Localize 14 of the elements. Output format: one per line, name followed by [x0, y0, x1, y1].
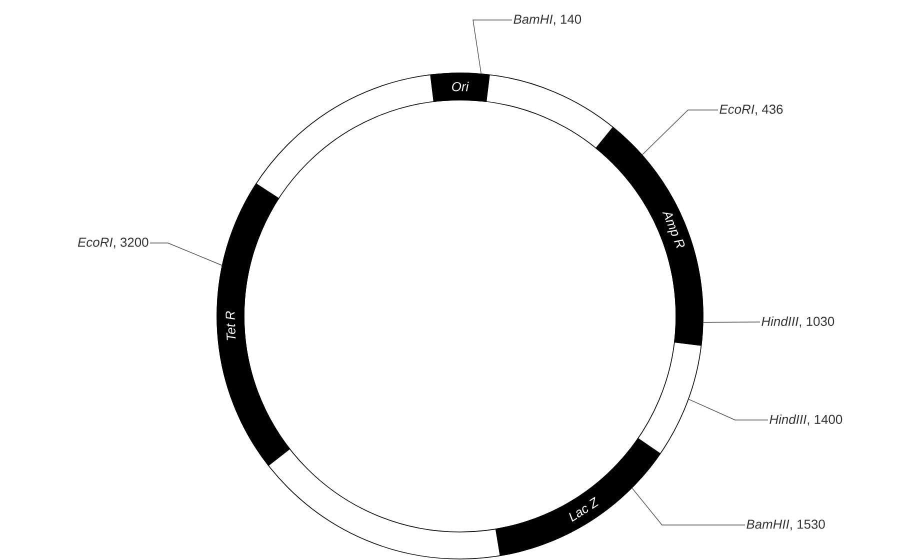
site-label: HindIII, 1030: [762, 316, 834, 328]
site-label: EcoRI, 3200: [78, 238, 148, 248]
leader-line: [688, 398, 768, 420]
gene-band: Tet R: [216, 183, 290, 466]
gene-band: Ori: [430, 72, 490, 102]
leader-line: [702, 322, 760, 323]
leader-line: [472, 20, 512, 74]
site-label: EcoRI, 436: [720, 104, 783, 116]
site-label: BamHII, 1530: [746, 520, 825, 530]
site-label: HindIII, 1400: [770, 414, 842, 426]
leader-line: [642, 110, 718, 156]
leader-line: [631, 487, 746, 526]
leader-line: [150, 242, 223, 266]
site-label: BamHI, 140: [514, 14, 582, 26]
